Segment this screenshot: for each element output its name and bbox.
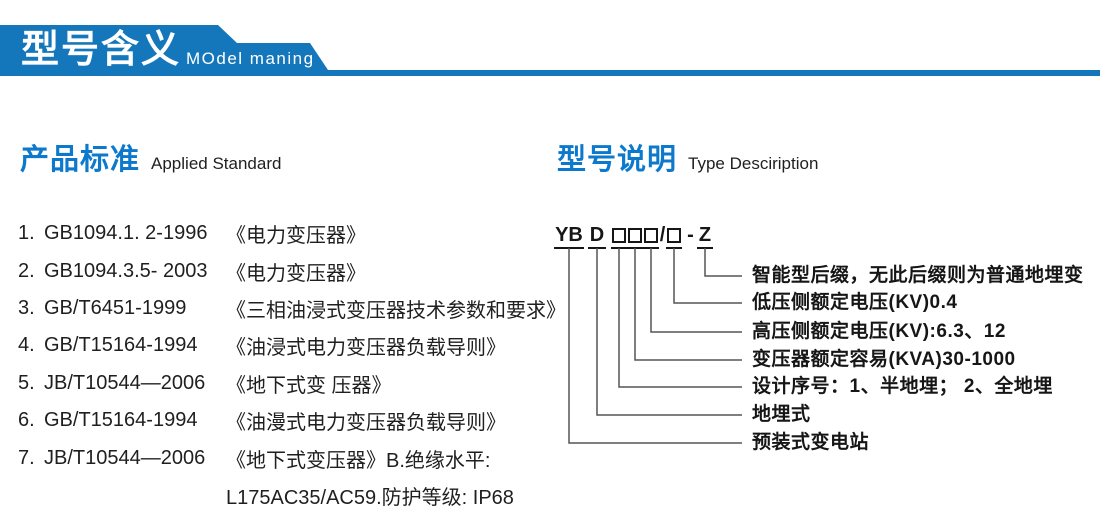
model-box	[643, 220, 659, 249]
model-box	[627, 220, 643, 249]
standard-title: 《电力变压器》	[226, 225, 366, 248]
model-box	[611, 220, 627, 249]
box-glyph	[644, 228, 658, 243]
standard-code: JB/T10544—2006	[44, 371, 206, 394]
standard-code: GB/T15164-1994	[44, 409, 198, 432]
box-glyph	[667, 228, 681, 243]
model-label: 高压侧额定电压(KV):6.3、12	[752, 321, 1006, 342]
model-char: D	[588, 220, 606, 249]
standard-item: 4. GB/T15164-1994 《油浸式电力变压器负载导则》	[18, 327, 548, 364]
type-description-heading: 型号说明 Type Desciription	[557, 136, 818, 178]
banner-subtitle: MOdel maning	[186, 49, 315, 68]
applied-standard-title-en: Applied Standard	[151, 154, 282, 173]
standard-item: 5. JB/T10544—2006 《地下式变 压器》	[18, 365, 548, 402]
connector-prefab-substation	[568, 248, 742, 444]
standards-list: 1. GB1094.1. 2-1996 《电力变压器》 2. GB1094.3.5- 2…	[18, 215, 566, 514]
standard-title: 《油漫式电力变压器负载导则》	[226, 412, 506, 435]
standard-continuation: L175AC35/AC59.防护等级: IP68	[226, 486, 514, 509]
standard-title: 《地下式变压器》B.绝缘水平:	[226, 449, 491, 472]
standard-number: 2.	[18, 259, 35, 282]
box-glyph	[628, 228, 642, 243]
model-char: -	[687, 224, 694, 246]
standard-code: GB1094.3.5- 2003	[44, 259, 208, 282]
banner-title: 型号含义	[21, 29, 182, 71]
model-char: /	[659, 224, 666, 246]
applied-standard-heading: 产品标准 Applied Standard	[20, 136, 281, 178]
standard-title: 《三相油浸式变压器技术参数和要求》	[226, 299, 566, 322]
standard-code: GB/T6451-1999	[44, 296, 187, 319]
banner-ribbon-shape	[0, 25, 1100, 76]
standard-item: 1. GB1094.1. 2-1996 《电力变压器》	[18, 215, 548, 252]
model-char: YB	[554, 220, 584, 249]
model-label: 变压器额定容易(KVA)30-1000	[752, 349, 1016, 370]
connector-hv-voltage	[650, 248, 742, 333]
model-label: 智能型后缀，无此后缀则为普通地埋变	[752, 265, 1084, 286]
model-label: 预装式变电站	[752, 432, 870, 453]
header-banner: 型号含义 MOdel maning	[0, 0, 1100, 90]
model-label: 低压侧额定电压(KV)0.4	[752, 292, 958, 313]
standard-item: 7. JB/T10544—2006 《地下式变压器》B.绝缘水平:	[18, 439, 548, 476]
box-glyph	[612, 228, 626, 243]
standard-item: 6. GB/T15164-1994 《油漫式电力变压器负载导则》	[18, 402, 548, 439]
standard-number: 1.	[18, 222, 35, 245]
type-description-title-en: Type Desciription	[688, 154, 819, 173]
model-box	[666, 220, 682, 249]
standard-title: 《电力变压器》	[226, 262, 366, 285]
connector-lv-voltage	[673, 248, 742, 304]
standard-code: GB1094.1. 2-1996	[44, 222, 208, 245]
standard-title: 《油浸式电力变压器负载导则》	[226, 337, 506, 360]
standard-item: 2. GB1094.3.5- 2003 《电力变压器》	[18, 252, 548, 289]
standard-number: 3.	[18, 296, 35, 319]
model-char: Z	[697, 220, 713, 249]
standard-number: 4.	[18, 334, 35, 357]
standard-code: GB/T15164-1994	[44, 334, 198, 357]
standard-number: 5.	[18, 371, 35, 394]
connector-buried-type	[596, 248, 742, 416]
connector-z	[704, 248, 742, 277]
model-label: 设计序号：1、半地埋； 2、全地埋	[752, 376, 1053, 397]
model-label: 地埋式	[752, 404, 811, 425]
applied-standard-title-zh: 产品标准	[20, 144, 141, 176]
standard-number: 7.	[18, 446, 35, 469]
standard-title: 《地下式变 压器》	[226, 374, 392, 397]
type-description-title-zh: 型号说明	[557, 144, 678, 176]
connector-capacity	[634, 248, 742, 361]
standard-number: 6.	[18, 409, 35, 432]
standard-code: JB/T10544—2006	[44, 446, 206, 469]
connector-design-no	[618, 248, 742, 388]
standard-item: 3. GB/T6451-1999 《三相油浸式变压器技术参数和要求》	[18, 290, 566, 327]
